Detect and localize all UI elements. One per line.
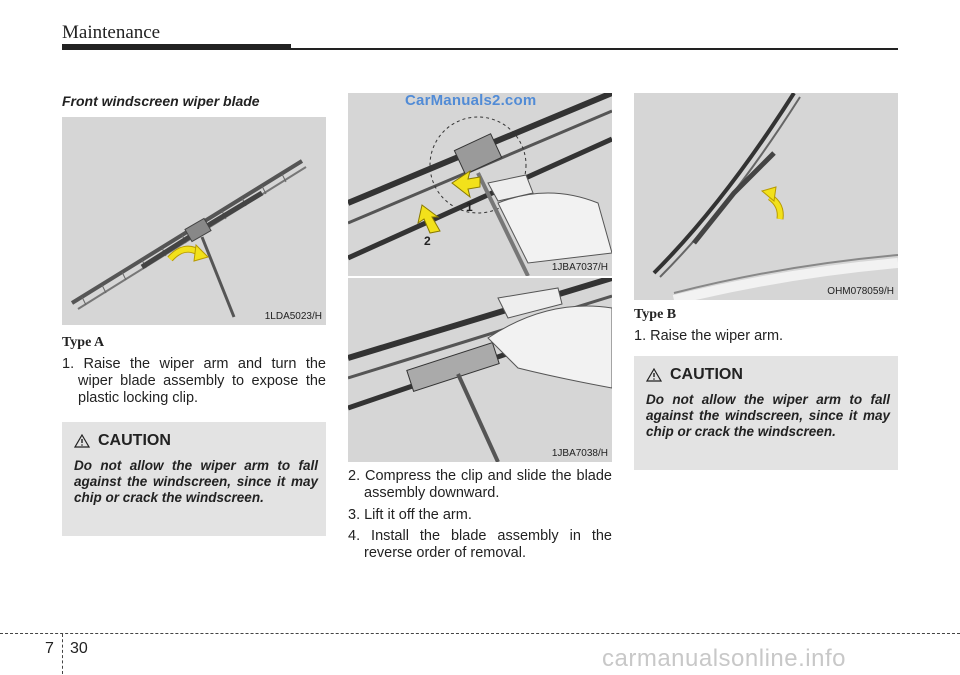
caution-box-right: CAUTION Do not allow the wiper arm to fa…: [634, 356, 898, 470]
figure-code: 1JBA7038/H: [551, 448, 608, 459]
header-rule-thick: [62, 44, 291, 50]
header-title: Maintenance: [62, 22, 161, 43]
compress-clip-illustration: 1 2: [348, 93, 612, 276]
caution-text: Do not allow the wiper arm to fall again…: [646, 392, 890, 439]
figure-wiper-raised: 1LDA5023/H: [62, 117, 326, 325]
page-section-number: 7: [45, 640, 54, 657]
figure-type-b-wiper: OHM078059/H: [634, 93, 898, 300]
type-a-step-3: 3. Lift it off the arm.: [348, 507, 472, 523]
callout-1: 1: [466, 200, 473, 214]
figure-code: OHM078059/H: [827, 286, 894, 297]
caution-box-left: CAUTION Do not allow the wiper arm to fa…: [62, 422, 326, 536]
warning-triangle-icon: [74, 434, 90, 448]
type-a-step-4: 4. Install the blade assembly in the rev…: [348, 528, 612, 561]
watermark: CarManuals2.com: [405, 92, 537, 109]
figure-code: 1LDA5023/H: [264, 311, 322, 322]
section-title: Front windscreen wiper blade: [62, 93, 260, 109]
lift-blade-illustration: [348, 278, 612, 462]
footer-site: carmanualsonline.info: [602, 645, 846, 672]
page-number: 30: [70, 640, 88, 657]
footer-rule: [0, 633, 960, 634]
type-b-illustration: [652, 93, 898, 300]
figure-compress-clip: 1 2 1JBA7037/H: [348, 93, 612, 276]
type-b-label: Type B: [634, 307, 677, 322]
type-a-step-2: 2. Compress the clip and slide the blade…: [348, 468, 612, 501]
footer-divider: [62, 634, 63, 674]
type-a-label: Type A: [62, 335, 105, 350]
type-a-step-1: 1. Raise the wiper arm and turn the wipe…: [62, 356, 326, 406]
figure-code: 1JBA7037/H: [551, 262, 608, 273]
type-b-step-1: 1. Raise the wiper arm.: [634, 328, 784, 344]
caution-text: Do not allow the wiper arm to fall again…: [74, 458, 318, 505]
caution-heading: CAUTION: [74, 432, 171, 450]
caution-heading: CAUTION: [646, 366, 743, 384]
wiper-raised-illustration: [70, 159, 307, 318]
warning-triangle-icon: [646, 368, 662, 382]
caution-heading-text: CAUTION: [98, 432, 171, 449]
header-rule-thin: [291, 48, 898, 50]
callout-2: 2: [424, 234, 431, 248]
caution-heading-text: CAUTION: [670, 366, 743, 383]
figure-lift-blade: 1JBA7038/H: [348, 278, 612, 462]
